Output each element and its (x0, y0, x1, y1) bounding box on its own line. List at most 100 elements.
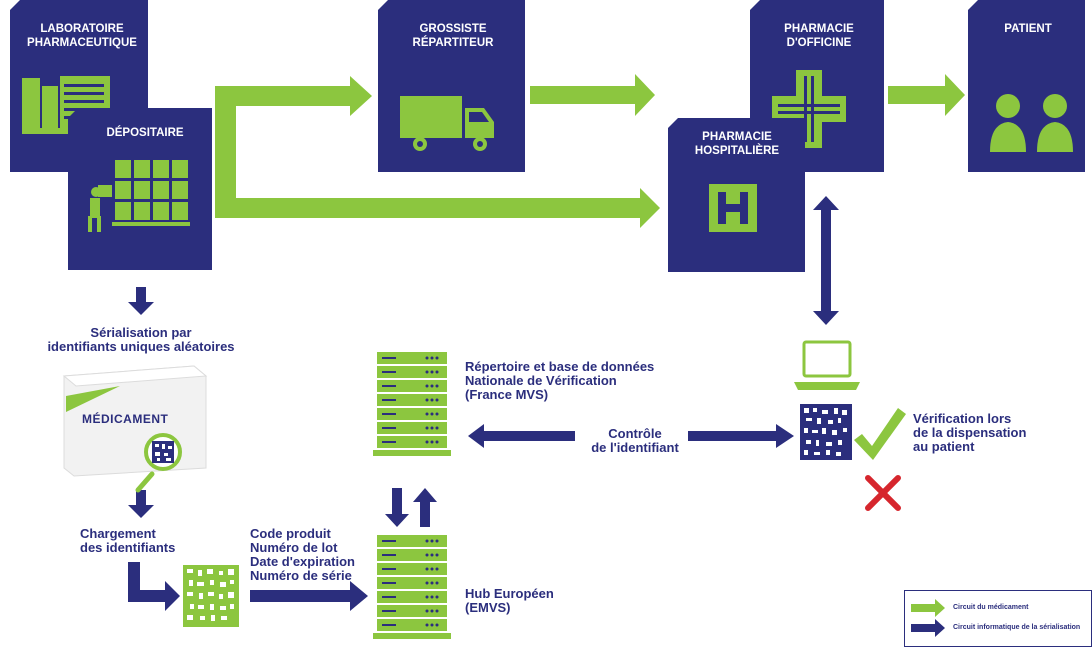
arrow-to-hub (250, 581, 368, 611)
server-led (425, 567, 429, 571)
server-hub-icon (373, 535, 451, 639)
server-unit (377, 535, 447, 547)
legend: Circuit du médicament Circuit informatiq… (904, 590, 1092, 647)
server-base (373, 633, 451, 639)
server-led (430, 595, 434, 599)
server-slot (382, 610, 396, 612)
server-slot (382, 371, 396, 373)
legend-informatique-label: Circuit informatique de la sérialisation (953, 624, 1081, 631)
server-led (435, 426, 439, 430)
server-led (430, 370, 434, 374)
label-fields: Code produit Numéro de lot Date d'expira… (250, 526, 355, 583)
server-led (425, 623, 429, 627)
arrow-officine-patient (888, 74, 965, 116)
box-depositaire (68, 108, 212, 270)
storage-shelf-icon (112, 160, 190, 226)
arrow-vertical-verify (813, 196, 839, 325)
legend-green-arrow (911, 599, 945, 617)
navy-circuit (128, 196, 839, 611)
patients-icon (990, 94, 1073, 152)
box-patient (968, 0, 1085, 172)
datamatrix-green (183, 565, 239, 627)
server-led (435, 623, 439, 627)
server-led (425, 553, 429, 557)
worker-icon (88, 185, 112, 232)
title-patient: PATIENT (1004, 23, 1052, 35)
datamatrix-verify (800, 404, 852, 460)
legend-swatches (911, 599, 945, 637)
server-led (435, 412, 439, 416)
title-hospitaliere: PHARMACIE HOSPITALIÈRE (694, 131, 780, 157)
legend-navy-arrow (911, 619, 945, 637)
server-led (430, 426, 434, 430)
server-slot (382, 624, 396, 626)
server-led (435, 384, 439, 388)
server-slot (382, 427, 396, 429)
title-grossiste: GROSSISTE RÉPARTITEUR (412, 23, 494, 49)
arrow-to-datamatrix (128, 562, 180, 611)
server-unit (377, 408, 447, 420)
box-hospitaliere (668, 118, 805, 272)
server-led (430, 398, 434, 402)
cross-icon (865, 475, 901, 511)
box-grossiste (378, 0, 525, 172)
server-slot (382, 357, 396, 359)
server-led (435, 356, 439, 360)
label-medicament: MÉDICAMENT (82, 412, 169, 426)
label-chargement: Chargement des identifiants (80, 526, 176, 555)
server-led (430, 412, 434, 416)
server-slot (382, 385, 396, 387)
arrow-depositaire-grossiste (215, 76, 660, 228)
server-led (435, 581, 439, 585)
check-icon (854, 408, 906, 460)
server-led (435, 567, 439, 571)
magnifier-icon (135, 433, 182, 493)
server-unit (377, 605, 447, 617)
arrow-controle-right (688, 424, 794, 448)
server-led (430, 384, 434, 388)
server-led (425, 356, 429, 360)
server-unit (377, 563, 447, 575)
server-unit (377, 549, 447, 561)
server-unit (377, 380, 447, 392)
server-led (435, 539, 439, 543)
legend-medicament-label: Circuit du médicament (953, 604, 1029, 611)
green-circuit (215, 74, 965, 228)
arrow-grossiste-officine (530, 74, 655, 116)
label-controle: Contrôle de l'identifiant (591, 426, 679, 455)
server-led (435, 609, 439, 613)
title-laboratoire: LABORATOIRE PHARMACEUTIQUE (27, 23, 137, 49)
server-led (430, 553, 434, 557)
arrow-hub-up (413, 488, 437, 527)
laptop-icon (794, 340, 860, 390)
label-verification: Vérification lors de la dispensation au … (913, 411, 1027, 454)
server-slot (382, 554, 396, 556)
server-led (425, 370, 429, 374)
server-base (373, 450, 451, 456)
arrow-down-chargement (128, 490, 154, 518)
server-led (435, 595, 439, 599)
server-led (430, 539, 434, 543)
label-serialisation: Sérialisation par identifiants uniques a… (47, 325, 235, 354)
server-led (430, 567, 434, 571)
server-unit (377, 422, 447, 434)
server-led (435, 440, 439, 444)
server-unit (377, 591, 447, 603)
server-led (430, 440, 434, 444)
server-unit (377, 366, 447, 378)
server-slot (382, 596, 396, 598)
server-led (435, 370, 439, 374)
arrow-controle-left (468, 424, 575, 448)
server-led (425, 539, 429, 543)
server-unit (377, 394, 447, 406)
server-unit (377, 352, 447, 364)
server-led (430, 609, 434, 613)
server-repertoire-icon (373, 352, 451, 456)
server-led (425, 384, 429, 388)
hospital-icon (709, 184, 757, 232)
label-repertoire: Répertoire et base de données Nationale … (465, 359, 655, 402)
server-led (435, 398, 439, 402)
server-slot (382, 399, 396, 401)
